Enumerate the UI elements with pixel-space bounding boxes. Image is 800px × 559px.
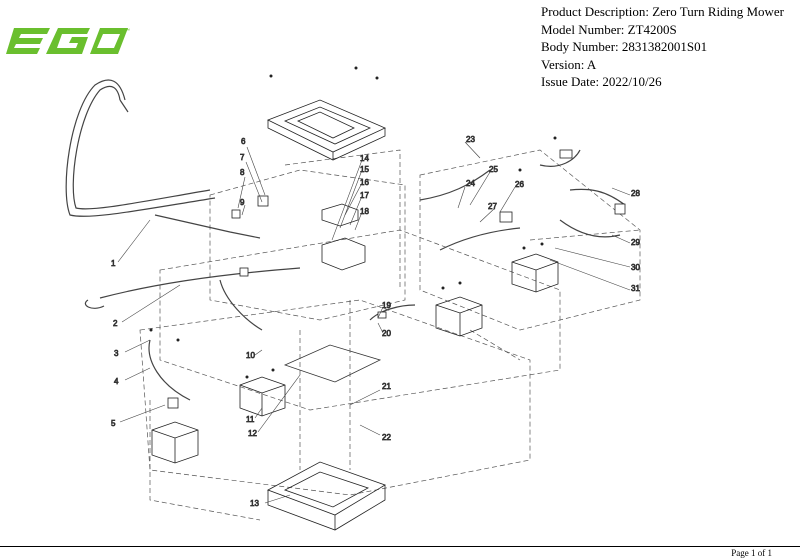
- callout-29: 29: [631, 238, 640, 247]
- callout-5: 5: [111, 419, 116, 428]
- svg-text:™: ™: [125, 28, 130, 34]
- callout-20: 20: [382, 329, 391, 338]
- callout-2: 2: [113, 319, 118, 328]
- callout-28: 28: [631, 189, 640, 198]
- callout-23: 23: [466, 135, 475, 144]
- page-number: Page 1 of 1: [731, 548, 772, 558]
- exploded-parts-diagram: 1 2 3 4 5 6 7 8 9 10 11 12 13 14 15 16 1…: [65, 66, 641, 531]
- product-description: Product Description: Zero Turn Riding Mo…: [541, 4, 785, 19]
- version: Version: A: [541, 56, 597, 72]
- callout-7: 7: [240, 153, 245, 162]
- callout-9: 9: [240, 198, 245, 207]
- issue-date: Issue Date: 2022/10/26: [541, 74, 662, 89]
- callout-21: 21: [382, 382, 391, 391]
- callout-31: 31: [631, 284, 640, 293]
- callout-12: 12: [248, 429, 257, 438]
- callout-17: 17: [360, 191, 369, 200]
- callout-27: 27: [488, 202, 497, 211]
- model-number: Model Number: ZT4200S: [541, 21, 677, 37]
- callout-30: 30: [631, 263, 640, 272]
- callout-24: 24: [466, 179, 475, 188]
- callout-14: 14: [360, 154, 369, 163]
- callout-19: 19: [382, 301, 391, 310]
- callout-6: 6: [241, 137, 246, 146]
- callout-3: 3: [114, 349, 119, 358]
- footer-rule: [0, 546, 800, 547]
- callout-22: 22: [382, 433, 391, 442]
- body-number: Body Number: 2831382001S01: [541, 39, 708, 54]
- callout-26: 26: [515, 180, 524, 189]
- callout-4: 4: [114, 377, 119, 386]
- callout-8: 8: [240, 168, 245, 177]
- callout-18: 18: [360, 207, 369, 216]
- callout-10: 10: [246, 351, 255, 360]
- callout-16: 16: [360, 178, 369, 187]
- document-header: Product Description: Zero Turn Riding Mo…: [541, 3, 784, 91]
- callout-13: 13: [250, 499, 259, 508]
- callout-11: 11: [246, 415, 255, 424]
- callout-1: 1: [111, 259, 116, 268]
- ego-logo: ™: [6, 28, 130, 54]
- callout-15: 15: [360, 165, 369, 174]
- callout-25: 25: [489, 165, 498, 174]
